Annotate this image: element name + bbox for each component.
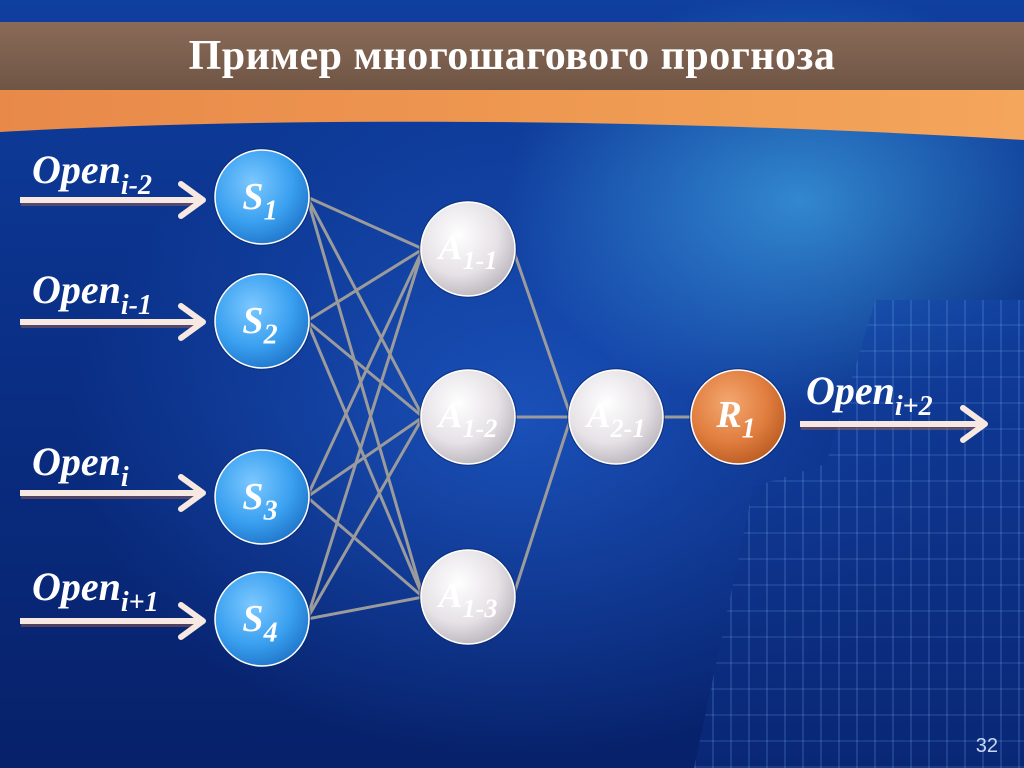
a1-node-3 [419,548,517,646]
s-node-1 [213,148,311,246]
s-node-3-label-sub: 3 [263,496,278,527]
connection-s3-a1-3 [306,495,424,599]
r-node [689,368,787,466]
a1-node-2-label-base: A [437,395,463,435]
input-label-2-base: Open [32,267,121,312]
s-node-2-label: S2 [242,300,277,351]
a1-node-3-label-base: A [437,575,463,615]
r-node-label-sub: 1 [742,414,756,445]
input-label-4-base: Open [32,564,121,609]
s-node-2-label-base: S [242,300,263,342]
connection-s1-a1-2 [305,196,425,418]
s-node-4-label: S4 [242,598,277,649]
connection-s1-a1-3 [305,196,425,598]
s-node-3 [213,448,311,546]
input-arrow-1 [20,181,206,219]
input-label-3: Openi [32,439,129,493]
connection-s2-a1-3 [305,320,425,598]
s-node-1-label-sub: 1 [264,196,278,227]
page-title: Пример многошагового прогноза [188,33,836,79]
a1-node-1-label: A1-1 [437,227,498,275]
input-label-1: Openi-2 [32,147,152,201]
s-node-1-label-base: S [242,176,263,218]
arrows-layer [20,181,988,640]
a1-node-2-label: A1-2 [437,395,498,443]
connection-s2-a1-2 [306,319,424,419]
input-label-3-base: Open [32,439,121,484]
output-label: Openi+2 [806,368,933,422]
connections-layer [305,195,693,621]
connection-s3-a1-1 [305,248,425,498]
connection-s4-a1-3 [306,595,424,621]
s-node-2 [213,272,311,370]
input-label-3-sub: i [121,462,129,493]
a1-node-1 [419,200,517,298]
connection-s3-a1-2 [306,415,424,499]
a1-node-1-label-sub: 1-1 [463,246,498,275]
connection-s4-a1-1 [305,248,425,620]
a2-node-label-sub: 2-1 [610,414,646,443]
r-node-label-base: R [715,394,741,436]
a1-node-1-label-base: A [437,227,463,267]
r-node-label: R1 [715,394,755,445]
s-node-2-label-sub: 2 [263,320,278,351]
connection-s4-a1-2 [305,416,425,620]
input-label-1-base: Open [32,147,121,192]
connection-a1-3-a2 [511,416,573,598]
a1-node-2 [419,368,517,466]
input-arrow-2 [20,303,206,341]
input-label-4-sub: i+1 [121,587,159,618]
input-label-4: Openi+1 [32,564,159,618]
s-node-4 [213,570,311,668]
input-arrow-4 [20,602,206,640]
input-label-2: Openi-1 [32,267,152,321]
input-label-1-sub: i-2 [121,170,152,201]
a2-node-label: A2-1 [585,395,646,443]
s-node-4-label-base: S [242,598,263,640]
connection-a1-1-a2 [511,248,573,418]
s-node-3-label: S3 [242,476,277,527]
connection-s1-a1-1 [306,195,424,251]
title-bar: Пример многошагового прогноза [0,22,1024,90]
s-node-1-label: S1 [242,176,277,227]
s-node-3-label-base: S [242,476,263,518]
page-number: 32 [975,735,998,757]
s-node-4-label-sub: 4 [263,618,278,649]
input-arrow-3 [20,474,206,512]
output-label-sub: i+2 [895,391,933,422]
a1-node-3-label: A1-3 [437,575,498,623]
input-label-2-sub: i-1 [121,290,152,321]
a2-node [567,368,665,466]
output-label-base: Open [806,368,895,413]
a1-node-3-label-sub: 1-3 [463,594,498,623]
connection-s2-a1-1 [306,247,424,323]
nodes-layer [213,148,787,668]
a2-node-label-base: A [585,395,611,435]
output-arrow [800,405,988,443]
a1-node-2-label-sub: 1-2 [463,414,498,443]
